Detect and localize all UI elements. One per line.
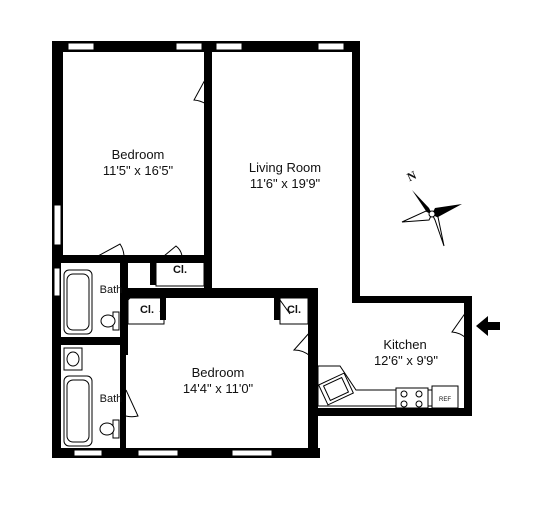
wall-closet3 <box>274 290 280 320</box>
burner-3 <box>400 400 408 408</box>
bathtub-1-inner <box>66 273 90 331</box>
door-bed2-left <box>125 389 139 418</box>
fixtures <box>63 269 120 447</box>
bedroom1-dims: 11'5" x 16'5" <box>102 163 174 178</box>
window-bed1-top-left <box>67 42 95 51</box>
compass-west <box>401 210 433 223</box>
wall-kitchen-top <box>352 296 472 303</box>
closet-label-3: Cl. <box>286 304 302 316</box>
wall-bath2-right <box>120 345 126 450</box>
closet2-box <box>127 297 165 325</box>
wall-right-bed2 <box>308 290 318 458</box>
bedroom2-dims: 14'4" x 11'0" <box>182 381 254 396</box>
living-room-name: Living Room <box>248 160 322 175</box>
closet-outlines <box>127 261 309 325</box>
sink-2-bowl <box>66 351 80 367</box>
burner-1 <box>400 390 408 398</box>
closet-label-1: Cl. <box>172 264 188 276</box>
compass-rose <box>401 190 462 247</box>
door-closet3 <box>279 299 291 315</box>
wall-bottom <box>52 448 320 458</box>
wall-top <box>52 41 358 52</box>
bath-label-2: Bath <box>99 393 123 405</box>
window-living-top-left <box>215 42 243 51</box>
bedroom1-name: Bedroom <box>111 147 165 162</box>
wall-bed-living <box>204 52 212 288</box>
wall-right-living <box>352 41 360 303</box>
burner-2 <box>415 390 423 398</box>
window-bed2-bottom-right <box>231 449 273 457</box>
wall-bed1-bottom <box>61 255 211 263</box>
compass-north <box>412 190 432 214</box>
bathtub-2-inner <box>66 379 90 443</box>
door-entry <box>451 311 467 339</box>
door-bed1 <box>193 77 207 105</box>
wall-bath-divider <box>61 337 128 345</box>
kitchen-dims: 12'6" x 9'9" <box>373 353 439 368</box>
burner-4 <box>415 400 423 408</box>
doors <box>97 77 467 418</box>
window-bed1-top-right <box>175 42 203 51</box>
wall-left-lower <box>52 256 61 456</box>
refrigerator <box>431 385 459 409</box>
windows <box>53 42 345 457</box>
compass-east <box>432 204 462 217</box>
window-bed2-bottom-left <box>137 449 179 457</box>
wall-kitchen-bottom <box>318 408 472 416</box>
wall-kitchen-right <box>464 296 472 415</box>
closet1-box <box>155 261 205 287</box>
wall-closet1 <box>150 255 156 285</box>
window-living-top-right <box>317 42 345 51</box>
kitchen-name: Kitchen <box>383 337 427 352</box>
compass-center <box>428 210 436 218</box>
kitchen-fixtures <box>317 365 459 409</box>
window-bath1-left <box>53 267 61 297</box>
door-closet2 <box>159 295 167 313</box>
closet-label-2: Cl. <box>139 304 155 316</box>
window-bath2-bottom <box>73 449 103 457</box>
closet3-box <box>279 297 309 325</box>
window-bed1-left <box>53 204 62 246</box>
door-closet1 <box>163 245 183 257</box>
refrigerator-label: REF <box>439 397 451 403</box>
bedroom2-name: Bedroom <box>191 365 245 380</box>
toilet-2-bowl <box>99 422 115 436</box>
door-bed1-bottom <box>97 243 125 257</box>
bath-label-1: Bath <box>99 284 123 296</box>
wall-top-bed2 <box>122 288 318 298</box>
living-room-dims: 11'6" x 19'9" <box>249 176 321 191</box>
toilet-1-bowl <box>100 314 116 328</box>
kitchen-sink-inner <box>322 376 350 402</box>
entry-arrow-icon <box>476 316 500 336</box>
wall-left-upper <box>52 41 63 261</box>
door-bed2-right <box>292 331 311 357</box>
wall-bath-right <box>120 255 128 355</box>
compass-south <box>430 212 445 247</box>
